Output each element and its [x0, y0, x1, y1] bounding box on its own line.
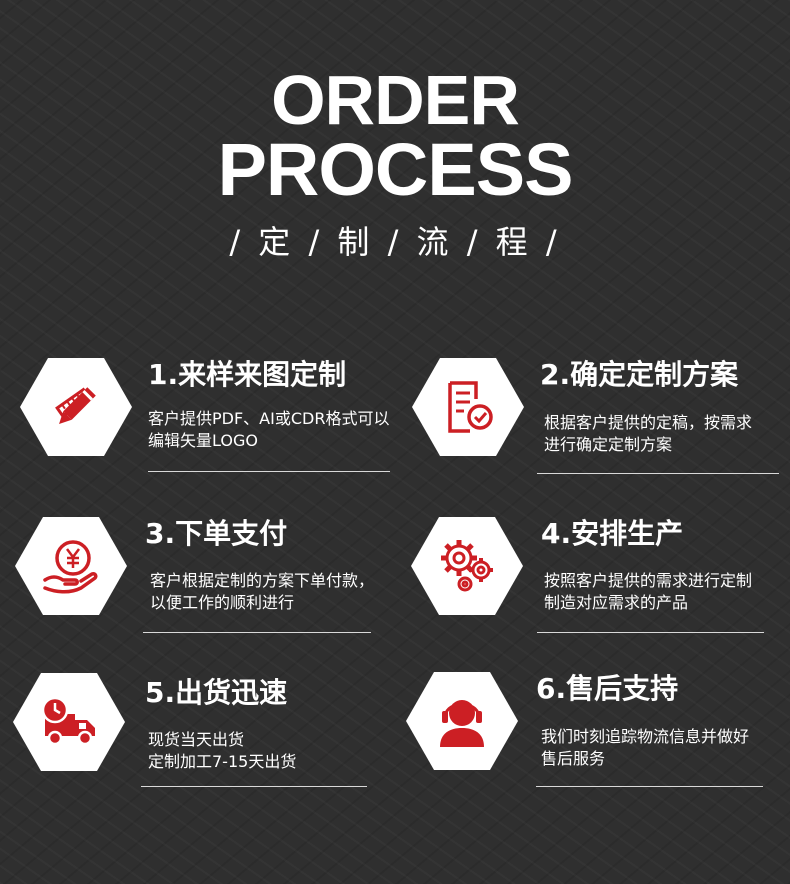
- step-5-divider: [141, 786, 367, 787]
- step-2-line-1: 根据客户提供的定稿，按需求: [544, 413, 753, 432]
- step-3-badge: [15, 517, 127, 615]
- pencil-ruler-icon: [55, 387, 96, 424]
- step-6-divider: [536, 786, 763, 787]
- step-4-title: 4.安排生产: [541, 517, 684, 550]
- step-2-description: 根据客户提供的定稿，按需求 进行确定定制方案: [544, 412, 790, 456]
- step-4-line-2: 制造对应需求的产品: [544, 593, 689, 612]
- gears-icon: [441, 540, 493, 592]
- step-2-divider: [537, 473, 779, 474]
- step-5-line-2: 定制加工7-15天出货: [148, 752, 297, 771]
- step-6-title: 6.售后支持: [536, 672, 679, 705]
- step-3-line-1: 客户根据定制的方案下单付款，: [150, 571, 375, 590]
- step-1-title: 1.来样来图定制: [148, 358, 347, 391]
- step-1-divider: [148, 471, 390, 472]
- title-process: PROCESS: [217, 128, 574, 211]
- step-3-title: 3.下单支付: [145, 517, 288, 550]
- step-5-line-1: 现货当天出货: [148, 730, 245, 749]
- step-4-divider: [537, 632, 764, 633]
- step-1-badge: [20, 358, 132, 456]
- subtitle: / 定 / 制 / 流 / 程 /: [229, 223, 561, 261]
- step-2-badge: [412, 358, 524, 456]
- step-3-description: 客户根据定制的方案下单付款， 以便工作的顺利进行: [150, 570, 400, 614]
- step-4-badge: [411, 517, 523, 615]
- step-5-description: 现货当天出货 定制加工7-15天出货: [148, 729, 398, 773]
- step-5-badge: [13, 673, 125, 771]
- customer-service-icon: [440, 700, 484, 747]
- step-2-title: 2.确定定制方案: [540, 358, 739, 391]
- step-6-line-2: 售后服务: [541, 749, 606, 768]
- step-1-description: 客户提供PDF、AI或CDR格式可以 编辑矢量LOGO: [148, 408, 398, 452]
- step-4-line-1: 按照客户提供的需求进行定制: [544, 571, 753, 590]
- title-order: ORDER: [271, 61, 520, 139]
- step-6-line-1: 我们时刻追踪物流信息并做好: [541, 727, 750, 746]
- step-3-line-2: 以便工作的顺利进行: [150, 593, 295, 612]
- step-1-line-1: 客户提供PDF、AI或CDR格式可以: [148, 409, 390, 428]
- payment-hand-icon: [43, 540, 98, 594]
- delivery-truck-icon: [41, 696, 95, 746]
- step-3-divider: [143, 632, 371, 633]
- step-4-description: 按照客户提供的需求进行定制 制造对应需求的产品: [544, 570, 790, 614]
- step-6-badge: [406, 672, 518, 770]
- step-2-line-2: 进行确定定制方案: [544, 435, 673, 454]
- document-check-icon: [448, 381, 493, 433]
- step-1-line-2: 编辑矢量LOGO: [148, 431, 258, 450]
- step-6-description: 我们时刻追踪物流信息并做好 售后服务: [541, 726, 790, 770]
- step-5-title: 5.出货迅速: [145, 676, 288, 709]
